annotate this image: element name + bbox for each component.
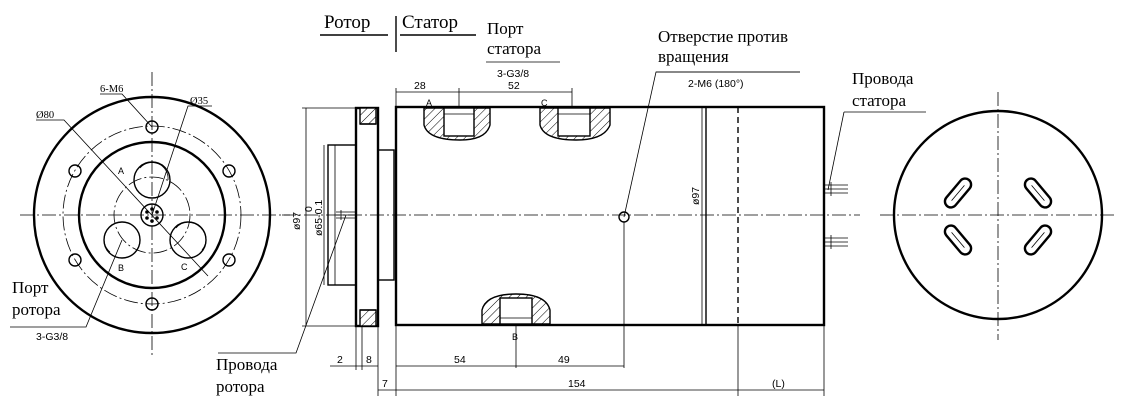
dim-154: 154 [568,378,586,390]
label-d80: Ø80 [36,110,54,121]
stator-wire-slots [943,177,1053,256]
hole-title-1: Отверстие против [658,27,788,46]
rotor-wires-title-2: ротора [216,377,265,396]
anti-rotation-label: 2-M6 (180°) [688,78,744,90]
stator-end-view [880,92,1116,340]
label-d35: Ø35 [190,96,208,107]
bolt-holes [68,120,236,311]
section-titles: Ротор Статор Порт статора 3-G3/8 Отверст… [320,12,926,113]
dim-2: 2 [337,354,343,366]
dim-zero: 0 [303,206,315,212]
rotor-port-title-2: ротора [12,300,61,319]
rotor-ports [103,161,207,259]
stator-thread-label: 3-G3/8 [497,68,529,80]
rotor-port-c-label: C [181,262,188,272]
rotor-wires-title-1: Провода [216,355,278,374]
rotor-thread-label: 3-G3/8 [36,331,68,343]
hole-title-2: вращения [658,47,729,66]
dim-7: 7 [382,378,388,390]
rotor-wire-bundle [140,203,164,227]
stator-port-title-2: статора [487,39,541,58]
dim-d65: ø65-0.1 [313,200,325,236]
dim-28: 28 [414,80,426,92]
stator-title: Статор [402,12,458,33]
stator-wires [824,111,848,249]
rotor-wires [336,210,356,220]
rotor-port-a-label: A [118,166,124,176]
stator-port-b-label: B [512,332,518,342]
dim-d97-body: ø97 [690,187,702,205]
stator-port-title-1: Порт [487,19,524,38]
dim-l: (L) [772,378,785,390]
dim-d97-left: ø97 [291,212,303,230]
rotor-face-view: 6-M6 Ø80 Ø35 A B C Порт ротора 3-G3/8 [10,72,290,355]
label-m6-holes: 6-M6 [100,84,123,95]
stator-wires-title-1: Провода [852,69,914,88]
rotor-title: Ротор [324,12,370,33]
dim-49: 49 [558,354,570,366]
rotor-port-title-1: Порт [12,278,49,297]
dim-54: 54 [454,354,466,366]
stator-port-a-label: A [426,98,432,108]
dim-8: 8 [366,354,372,366]
dim-52: 52 [508,80,520,92]
stator-port-c-label: C [541,98,548,108]
rotor-port-b-label: B [118,263,124,273]
side-view: A C B ø97 0 ø65-0.1 ø97 28 52 2 8 [216,71,860,396]
stator-ports-side [423,107,611,325]
stator-wires-title-2: статора [852,91,906,110]
